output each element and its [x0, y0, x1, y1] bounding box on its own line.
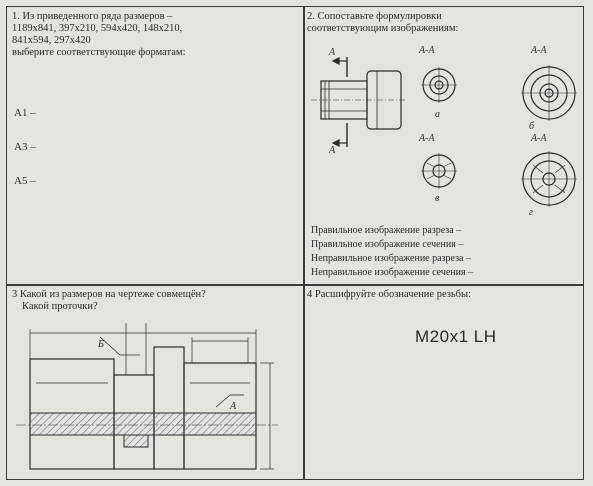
option-correct-section: Правильное изображение сечения – [311, 239, 464, 250]
section-view-a [421, 67, 457, 103]
shaft-label-a: А [230, 401, 237, 412]
question-4-title: 4 Расшифруйте обозначение резьбы: [307, 289, 472, 300]
answer-a5: А5 – [14, 175, 36, 187]
question-1-line-1: 1. Из приведенного ряда размеров – [12, 11, 173, 22]
section-label-d: А-А [531, 133, 547, 144]
question-grid: 1. Из приведенного ряда размеров – 1189х… [6, 6, 584, 480]
section-label-b: А-А [531, 45, 547, 56]
grid-vertical-divider [303, 7, 305, 479]
bolt-drawing [311, 57, 407, 147]
shaft-label-b: Б [98, 339, 104, 350]
question-2-cell: 2. Сопоставьте формулировки соответствую… [307, 11, 581, 283]
view-letter-a: а [435, 109, 440, 120]
question-1-line-4: выберите соответствующие форматам: [12, 47, 186, 58]
question-3-cell: 3 Какой из размеров на чертеже совмещён?… [12, 289, 300, 477]
question-2-title-line-1: 2. Сопоставьте формулировки [307, 11, 442, 22]
section-view-b [521, 65, 577, 121]
option-correct-cut: Правильное изображение разреза – [311, 225, 462, 236]
question-4-cell: 4 Расшифруйте обозначение резьбы: M20x1 … [307, 289, 581, 477]
question-1-cell: 1. Из приведенного ряда размеров – 1189х… [12, 11, 300, 281]
view-letter-c: в [435, 193, 440, 204]
section-view-c [421, 153, 457, 189]
question-2-title-line-2: соответствующим изображениям: [307, 23, 459, 34]
view-letter-b: б [529, 121, 535, 132]
option-incorrect-cut: Неправильное изображение разреза – [311, 253, 471, 264]
question-1-line-2: 1189х841, 397х210, 594х420, 148х210, [12, 23, 183, 34]
section-arrow-label-top: А [329, 47, 336, 58]
thread-designation: M20x1 LH [415, 327, 497, 346]
grid-horizontal-divider [7, 284, 583, 286]
section-arrow-label-bottom: А [329, 145, 336, 156]
section-label-a: А-А [419, 45, 435, 56]
view-letter-d: г [529, 207, 533, 218]
section-label-c: А-А [419, 133, 435, 144]
question-1-line-3: 841х594, 297х420 [12, 35, 91, 46]
option-incorrect-section: Неправильное изображение сечения – [311, 267, 474, 278]
answer-a1: А1 – [14, 107, 36, 119]
shaft-drawing [16, 323, 278, 470]
answer-a3: А3 – [14, 141, 36, 153]
question-3-title-line-2: Какой проточки? [22, 301, 98, 312]
question-3-title-line-1: 3 Какой из размеров на чертеже совмещён? [12, 289, 206, 300]
section-view-d [521, 151, 577, 207]
